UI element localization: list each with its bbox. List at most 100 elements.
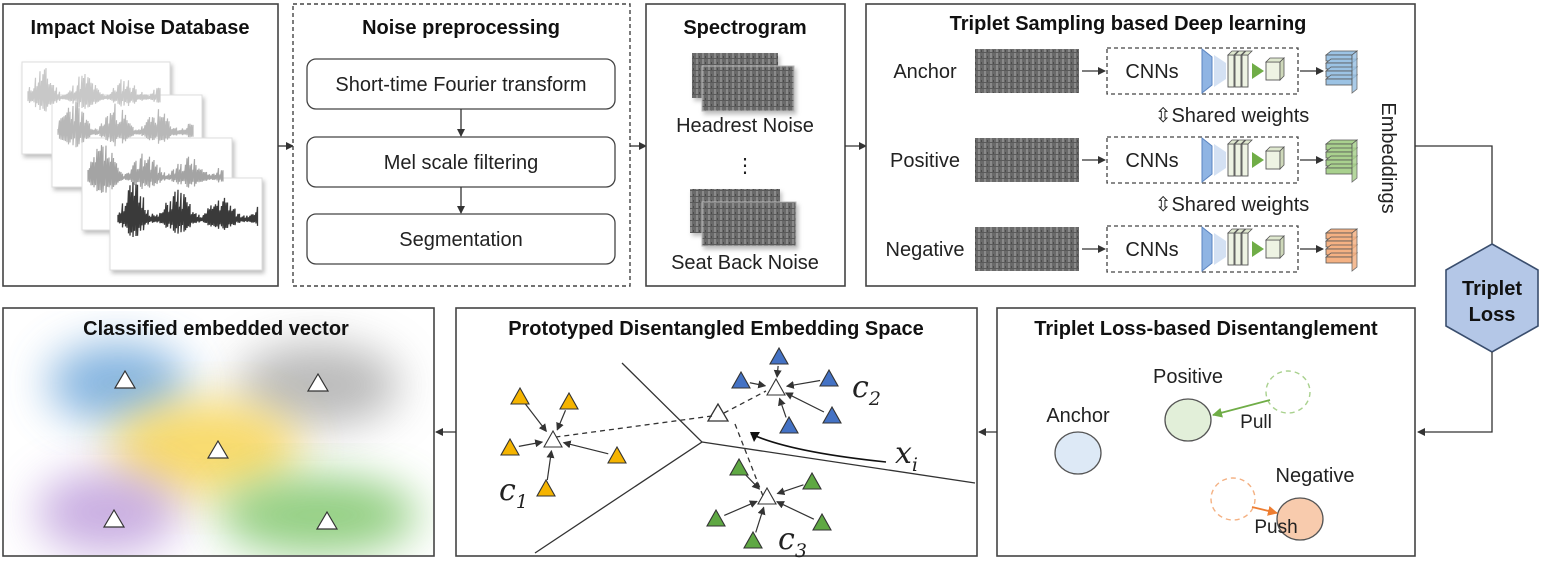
- positive-row-label: Positive: [890, 150, 960, 172]
- member-link: [773, 365, 782, 379]
- waveform-1: [27, 68, 161, 112]
- step-segmentation-label: Segmentation: [399, 229, 522, 251]
- preprocessing-title: Noise preprocessing: [362, 17, 560, 39]
- negative-ghost-circle: [1210, 477, 1256, 521]
- anchor-cnn-layers-icon: [1201, 47, 1285, 95]
- negative-cnn-layers-icon: [1201, 225, 1285, 273]
- decision-boundary-right: [701, 441, 976, 484]
- positive-label: Positive: [1153, 366, 1223, 388]
- member-point: [706, 508, 726, 527]
- triplet-row-negative: Negative CNNs: [886, 225, 1359, 273]
- negative-spectrogram: [975, 227, 1079, 271]
- database-title: Impact Noise Database: [31, 17, 250, 39]
- member-point: [812, 512, 832, 531]
- member-point: [743, 530, 763, 549]
- prototype-group-3: [706, 457, 832, 549]
- cluster-green: [218, 475, 418, 555]
- connector-embeddings-to-loss: [1415, 145, 1493, 246]
- dist-to-c2: [723, 390, 767, 414]
- waveform-4: [117, 182, 259, 238]
- waveform-stack: [21, 61, 263, 271]
- anchor-circle: [1054, 431, 1102, 475]
- member-point: [607, 445, 627, 464]
- member-point: [731, 370, 751, 389]
- spectrogram-label-seatback: Seat Back Noise: [671, 252, 819, 274]
- anchor-label: Anchor: [1046, 405, 1110, 427]
- member-point: [819, 368, 839, 387]
- negative-row-label: Negative: [886, 239, 965, 261]
- cluster-purple: [36, 470, 180, 554]
- positive-ghost-circle: [1265, 370, 1311, 414]
- pull-arrow: [1212, 399, 1271, 418]
- negative-cnn-label: CNNs: [1125, 239, 1178, 261]
- prototype-groups: [500, 346, 842, 549]
- class-clusters: [36, 343, 418, 555]
- spectrogram-label-headrest: Headrest Noise: [676, 115, 814, 137]
- negative-label: Negative: [1276, 465, 1355, 487]
- member-link: [546, 449, 555, 481]
- step-mel-label: Mel scale filtering: [384, 152, 539, 174]
- shared-weights-label-2: ⇳Shared weights: [1155, 194, 1310, 216]
- prototype-center-1: [543, 429, 563, 448]
- prototype-label-c3: c3: [778, 522, 807, 562]
- waveform-3: [87, 145, 224, 193]
- embeddings-label: Embeddings: [1377, 102, 1399, 213]
- member-link: [562, 440, 609, 455]
- prototype-label-c1: c1: [499, 473, 528, 513]
- member-link: [525, 403, 547, 433]
- triplet-loss-line1: Triplet: [1462, 278, 1522, 300]
- member-point: [559, 391, 579, 410]
- prototype-group-1: [500, 386, 627, 497]
- member-link: [556, 410, 567, 431]
- member-point: [822, 405, 842, 424]
- query-trajectory-head: [750, 432, 760, 442]
- spectrogram-panel: Spectrogram Headrest Noise ⋮ Seat Back N…: [645, 3, 846, 287]
- prototype-center-3: [757, 486, 777, 505]
- positive-circle: [1164, 398, 1212, 442]
- member-link: [785, 379, 821, 389]
- triplet-loss-line2: Loss: [1469, 304, 1516, 326]
- prototype-group-2: [731, 346, 842, 434]
- class-centroid-green: [315, 510, 339, 530]
- spectrogram-top-stack: [692, 53, 795, 112]
- negative-circle: [1276, 497, 1324, 541]
- triplet-loss-node: Triplet Loss: [1445, 243, 1539, 353]
- classified-title: Classified embedded vector: [83, 318, 349, 340]
- class-centroid-purple: [102, 508, 126, 528]
- embedding-space-panel: Prototyped Disentangled Embedding Space …: [455, 307, 978, 562]
- waveform-2: [57, 101, 194, 148]
- query-trajectory: [750, 433, 887, 463]
- spectrogram-ellipsis: ⋮: [735, 155, 755, 177]
- dist-to-c3: [734, 423, 764, 497]
- member-link: [749, 380, 767, 389]
- step-segmentation-box: [306, 213, 616, 265]
- preprocessing-panel: Noise preprocessing Short-time Fourier t…: [292, 3, 631, 287]
- class-centroid-blue: [113, 369, 137, 389]
- prototype-center-2: [766, 377, 786, 396]
- positive-embedding-icon: [1324, 139, 1359, 183]
- disentanglement-title: Triplet Loss-based Disentanglement: [1034, 318, 1378, 340]
- embedding-space-title: Prototyped Disentangled Embedding Space: [508, 318, 924, 340]
- spectrogram-bottom-stack: [690, 189, 797, 247]
- prototype-label-c2: c2: [852, 370, 881, 410]
- member-point: [769, 346, 789, 365]
- push-label: Push: [1254, 517, 1297, 538]
- class-centroid-gray: [306, 372, 330, 392]
- query-point: [706, 402, 730, 422]
- anchor-cnn-label: CNNs: [1125, 61, 1178, 83]
- connector-loss-to-disentanglement: [1417, 352, 1493, 436]
- member-point: [500, 437, 520, 456]
- member-point: [510, 386, 530, 405]
- member-point: [729, 457, 749, 476]
- push-arrow: [1251, 506, 1278, 516]
- member-link: [518, 439, 544, 448]
- anchor-embedding-icon: [1324, 50, 1359, 94]
- disentanglement-panel: Triplet Loss-based Disentanglement Ancho…: [996, 307, 1416, 557]
- member-link: [724, 500, 758, 516]
- step-stft-label: Short-time Fourier transform: [335, 74, 586, 96]
- member-point: [779, 415, 799, 434]
- member-link: [784, 392, 825, 413]
- triplet-sampling-panel: Triplet Sampling based Deep learning Anc…: [865, 3, 1416, 287]
